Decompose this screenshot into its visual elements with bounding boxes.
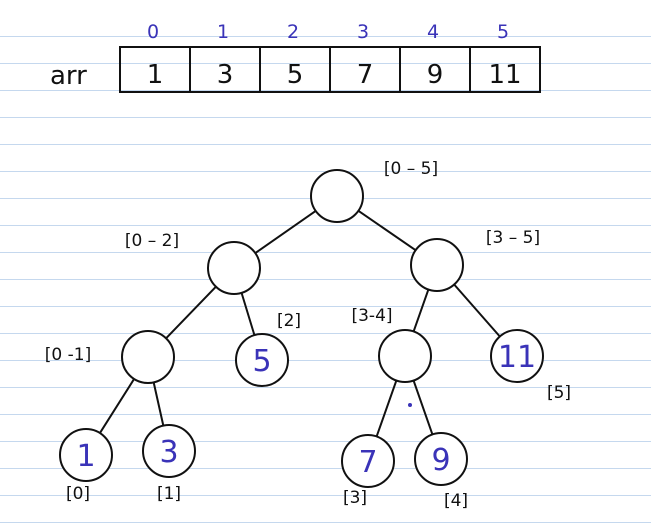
tree-edges [98, 209, 501, 438]
tree-nodes: [0 – 5] [0 – 2] [3 – 5] [0 -1] 5 [2] [3-4] 11 [5… [45, 159, 571, 511]
array-indices: 0 1 2 3 4 5 [147, 21, 509, 43]
tree-edge [240, 291, 256, 337]
stray-dot [408, 403, 412, 407]
array-index-label: 2 [287, 21, 299, 43]
tree-node: [3 – 5] [410, 228, 540, 292]
node-range-label: [5] [547, 383, 571, 403]
node-circle [410, 238, 464, 292]
tree-node: 9 [4] [414, 432, 468, 511]
tree-edge [412, 288, 430, 333]
array-cell-value: 7 [357, 60, 374, 90]
array-cell-value: 3 [217, 60, 234, 90]
node-circle [59, 428, 113, 482]
node-value: 5 [252, 344, 271, 379]
node-range-label: [0 – 2] [125, 231, 179, 251]
node-circle [310, 169, 364, 223]
array-cells: 1 3 5 7 9 11 [119, 46, 541, 93]
node-range-label: [1] [157, 484, 181, 504]
array-name: arr [50, 61, 87, 91]
tree-node: 1 [0] [59, 428, 113, 504]
node-range-label: [0 – 5] [384, 159, 438, 179]
tree-edge [412, 379, 434, 436]
node-range-label: [0 -1] [45, 345, 91, 365]
array-cell-value: 5 [287, 60, 304, 90]
node-circle [341, 434, 395, 488]
tree-node: 11 [5] [490, 329, 571, 403]
array-index-label: 5 [497, 21, 509, 43]
array-index-label: 0 [147, 21, 159, 43]
node-range-label: [3-4] [351, 306, 392, 326]
tree-edge [453, 283, 501, 338]
array-section: arr 0 1 2 3 4 5 1 3 5 7 9 11 [50, 21, 541, 93]
array-cell-value: 9 [427, 60, 444, 90]
array-cell-value: 1 [147, 60, 164, 90]
tree-node: 5 [2] [235, 311, 301, 387]
node-range-label: [2] [277, 311, 301, 331]
node-value: 9 [431, 443, 450, 478]
array-index-label: 1 [217, 21, 229, 43]
tree-edge [165, 285, 217, 340]
tree-node: 3 [1] [142, 424, 196, 504]
node-circle [207, 241, 261, 295]
tree-node: [0 – 2] [125, 231, 261, 295]
node-circle [490, 329, 544, 383]
tree-edge [254, 209, 317, 255]
node-range-label: [3] [343, 488, 367, 508]
tree-node: [0 – 5] [310, 159, 438, 223]
tree-edge [98, 377, 136, 435]
node-circle [414, 432, 468, 486]
node-value: 1 [76, 439, 95, 474]
node-circle [142, 424, 196, 478]
node-circle [121, 330, 175, 384]
array-index-label: 3 [357, 21, 369, 43]
node-value: 3 [159, 435, 178, 470]
array-cell-value: 11 [488, 60, 521, 90]
node-range-label: [4] [444, 491, 468, 511]
array-index-label: 4 [427, 21, 439, 43]
node-range-label: [0] [66, 484, 90, 504]
node-value: 11 [498, 340, 536, 375]
tree-edge [375, 379, 398, 438]
tree-edge [357, 209, 417, 252]
node-value: 7 [358, 445, 377, 480]
node-range-label: [3 – 5] [486, 228, 540, 248]
tree-edge [152, 381, 165, 427]
node-circle [378, 329, 432, 383]
tree-node: 7[3] [341, 434, 395, 508]
node-circle [235, 333, 289, 387]
tree-node: [0 -1] [45, 330, 175, 384]
tree-node: [3-4] [351, 306, 432, 383]
